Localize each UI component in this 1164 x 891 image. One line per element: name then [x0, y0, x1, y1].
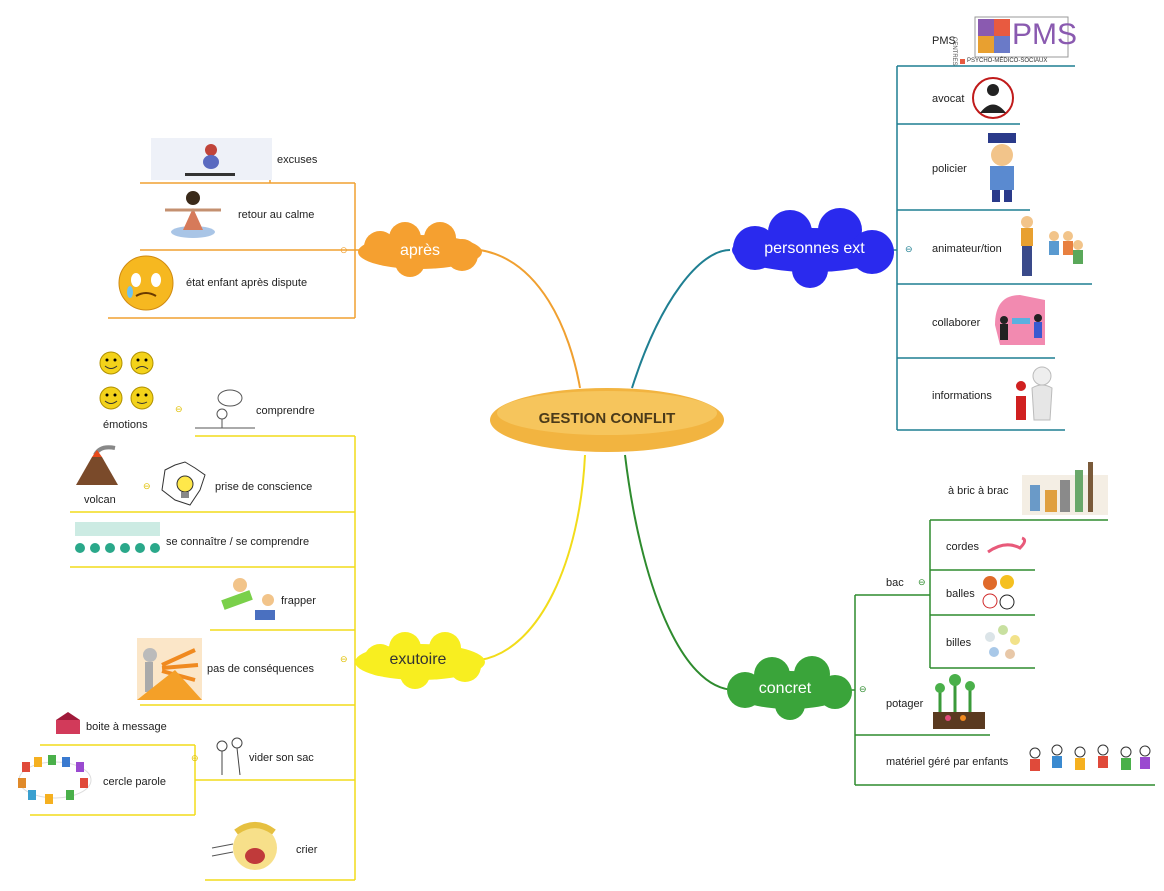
collapse-icon[interactable]: ⊖ [918, 577, 926, 587]
node-collaborer[interactable]: collaborer [932, 317, 981, 329]
happy-face-icon [130, 386, 154, 410]
collapse-icon[interactable]: ⊖ [191, 753, 199, 763]
node-bac[interactable]: bac [886, 577, 904, 589]
node-boite-a-message[interactable]: boite à message [86, 721, 167, 733]
node-prise-de-conscience[interactable]: prise de conscience [215, 481, 313, 493]
center-label: GESTION CONFLIT [538, 410, 676, 427]
lawyer-icon [972, 77, 1014, 119]
children-group-icon [70, 518, 162, 564]
collapse-icon[interactable]: ⊖ [905, 244, 913, 254]
meditation-icon [165, 191, 221, 238]
node-retour-au-calme[interactable]: retour au calme [238, 209, 315, 221]
police-icon [988, 133, 1016, 202]
node-frapper[interactable]: frapper [281, 595, 316, 607]
marbles-icon [985, 625, 1020, 659]
branch-label-personnes-ext: personnes ext [764, 240, 865, 257]
collapse-icon[interactable]: ⊖ [859, 684, 867, 694]
crying-face-icon [118, 255, 174, 311]
collapse-icon[interactable]: ⊖ [175, 404, 183, 414]
pms-logo-letters: PMS [1012, 18, 1078, 51]
balls-icon [982, 575, 1015, 610]
node-animateur[interactable]: animateur/tion [932, 243, 1002, 255]
node-billes[interactable]: billes [946, 637, 972, 649]
collapse-icon[interactable]: ⊖ [340, 654, 348, 664]
node-balles[interactable]: balles [946, 588, 975, 600]
branch-label-exutoire: exutoire [389, 651, 447, 668]
garden-icon [933, 674, 985, 729]
node-avocat[interactable]: avocat [932, 93, 965, 105]
branch-label-concret: concret [758, 680, 812, 697]
mailbox-icon [56, 712, 80, 734]
info-icon [1016, 366, 1053, 421]
node-vider-son-sac[interactable]: vider son sac [249, 752, 314, 764]
node-volcan[interactable]: volcan [84, 494, 116, 506]
node-comprendre[interactable]: comprendre [256, 405, 315, 417]
node-bric-a-brac[interactable]: à bric à brac [948, 485, 1009, 497]
node-pms[interactable]: PMS [932, 35, 956, 47]
thought-bubble-icon [195, 389, 255, 429]
speaking-head-icon [216, 737, 243, 776]
pms-logo-side: CENTRES [951, 37, 957, 66]
node-etat-enfant[interactable]: état enfant après dispute [186, 277, 308, 289]
node-se-connaitre[interactable]: se connaître / se comprendre [166, 536, 310, 548]
node-emotions[interactable]: émotions [103, 419, 148, 431]
node-informations[interactable]: informations [932, 390, 992, 402]
chairs-circle-icon [18, 755, 92, 804]
collapse-icon[interactable]: ⊖ [143, 481, 151, 491]
sad-face-icon [130, 351, 154, 375]
node-materiel[interactable]: matériel géré par enfants [886, 756, 1009, 768]
pms-logo-caption: PSYCHO-MÉDICO-SOCIAUX [967, 58, 1048, 64]
center-node[interactable] [490, 388, 724, 452]
node-potager[interactable]: potager [886, 698, 924, 710]
kids-icon [1029, 744, 1151, 771]
branch-label-apres: après [399, 242, 441, 259]
apology-bird-icon [151, 138, 272, 180]
happy-face-icon [99, 386, 123, 410]
cloud-concret[interactable] [727, 656, 852, 720]
lightbulb-icon [161, 461, 206, 506]
node-policier[interactable]: policier [932, 163, 967, 175]
collapse-icon[interactable]: ⊖ [340, 245, 348, 255]
node-excuses[interactable]: excuses [277, 154, 318, 166]
animator-icon [1021, 216, 1083, 276]
node-pas-de-consequences[interactable]: pas de conséquences [207, 663, 315, 675]
cloud-exutoire[interactable] [355, 632, 485, 689]
node-cordes[interactable]: cordes [946, 541, 980, 553]
node-cercle-parole[interactable]: cercle parole [103, 776, 166, 788]
screaming-child-icon [211, 822, 277, 870]
confused-head-icon [137, 638, 202, 700]
fight-icon [221, 578, 275, 620]
rope-icon [987, 536, 1027, 554]
junk-icon [1022, 462, 1108, 515]
handshake-icon [995, 295, 1045, 345]
cloud-apres[interactable] [358, 222, 482, 277]
cloud-personnes-ext[interactable] [732, 208, 894, 288]
happy-face-icon [99, 351, 123, 375]
volcano-icon [76, 445, 118, 485]
node-crier[interactable]: crier [296, 844, 318, 856]
pms-logo-icon [958, 14, 1069, 64]
